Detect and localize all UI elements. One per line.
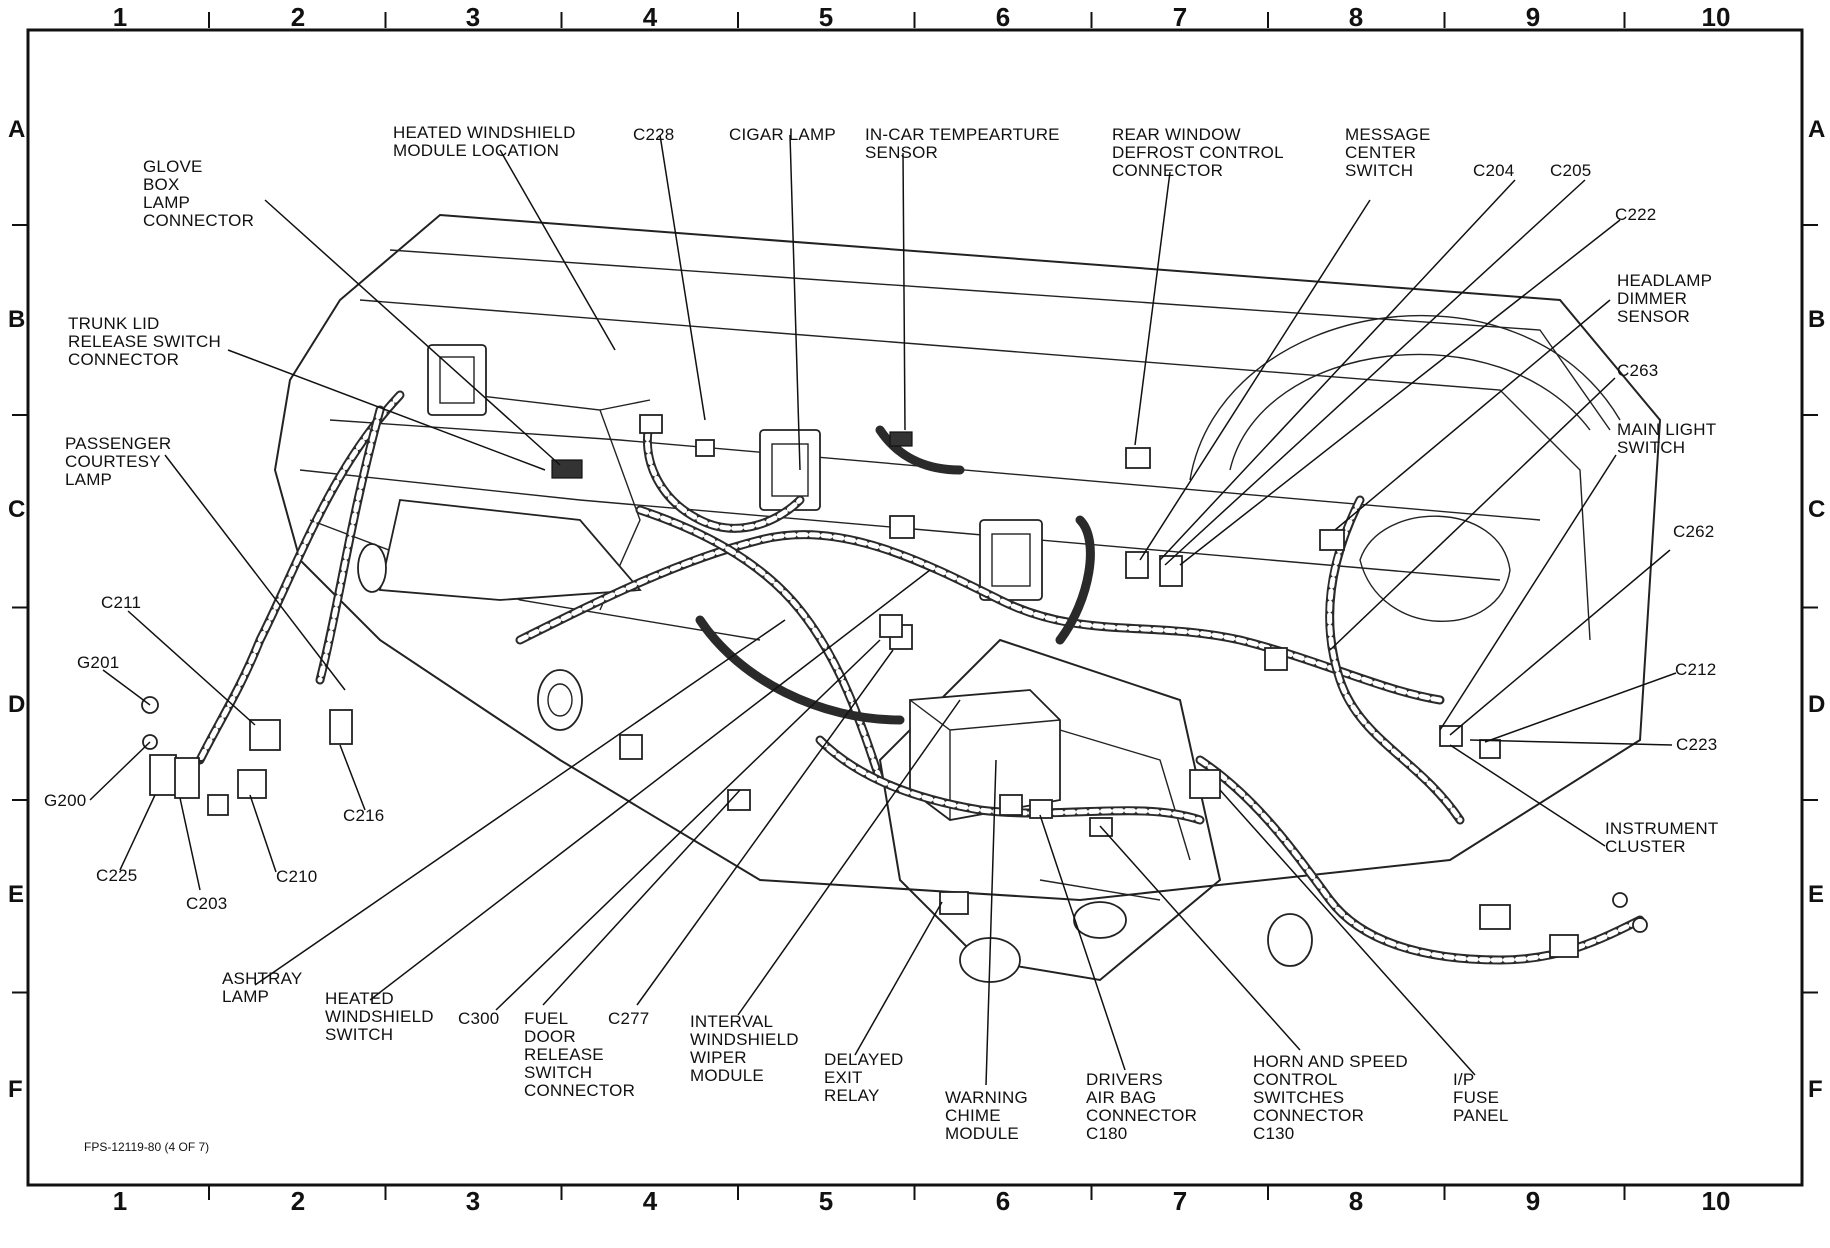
c203-block: [174, 757, 200, 799]
delayed-exit-relay-block: [939, 891, 969, 915]
column-label-8-top: 8: [1348, 2, 1364, 32]
column-label-3-bottom: 3: [465, 1186, 481, 1216]
row-label-E-left: E: [8, 881, 25, 908]
callout-c222: C222: [1615, 205, 1657, 224]
callout-instrument-cluster: INSTRUMENT CLUSTER: [1605, 819, 1719, 856]
callout-c204: C204: [1473, 161, 1515, 180]
callout-g201: G201: [77, 653, 120, 672]
callout-heated-windshield-module-location: HEATED WINDSHIELD MODULE LOCATION: [393, 123, 576, 160]
callout-c205: C205: [1550, 161, 1592, 180]
callout-c216: C216: [343, 806, 385, 825]
callout-trunk-lid-release-switch-connector: TRUNK LID RELEASE SWITCH CONNECTOR: [68, 314, 221, 369]
column-label-4-top: 4: [642, 2, 658, 32]
callout-fuel-door-release-switch-connector: FUEL DOOR RELEASE SWITCH CONNECTOR: [524, 1009, 636, 1100]
callout-interval-windshield-wiper-module: INTERVAL WINDSHIELD WIPER MODULE: [690, 1012, 799, 1085]
grid-ticks: [12, 12, 1818, 1200]
column-label-5-bottom: 5: [818, 1186, 834, 1216]
row-label-D-right: D: [1808, 691, 1826, 718]
callout-c263: C263: [1617, 361, 1659, 380]
callout-glove-box-lamp-connector: GLOVE BOX LAMP CONNECTOR: [143, 157, 255, 230]
instrument-panel-body: [141, 213, 1662, 983]
column-label-4-bottom: 4: [642, 1186, 658, 1216]
callout-c277: C277: [608, 1009, 650, 1028]
callout-heated-windshield-switch: HEATED WINDSHIELD SWITCH: [325, 989, 434, 1044]
callout-c212: C212: [1675, 660, 1717, 679]
column-label-7-bottom: 7: [1172, 1186, 1188, 1216]
callout-g200: G200: [44, 791, 87, 810]
callout-c300: C300: [458, 1009, 500, 1028]
column-label-1-bottom: 1: [112, 1186, 128, 1216]
row-label-C-left: C: [8, 496, 26, 523]
callout-c262: C262: [1673, 522, 1715, 541]
row-label-D-left: D: [8, 691, 26, 718]
callout-in-car-temperature-sensor: IN-CAR TEMPEARTURE SENSOR: [865, 125, 1060, 162]
column-label-5-top: 5: [818, 2, 834, 32]
row-label-C-right: C: [1808, 496, 1826, 523]
callout-c203: C203: [186, 894, 228, 913]
callout-ashtray-lamp: ASHTRAY LAMP: [222, 969, 303, 1006]
row-label-E-right: E: [1808, 881, 1825, 908]
row-label-B-right: B: [1808, 306, 1826, 333]
column-label-9-bottom: 9: [1525, 1186, 1541, 1216]
wiring-harness: [195, 390, 1645, 965]
leader-lines: [89, 134, 1677, 1086]
callout-main-light-switch: MAIN LIGHT SWITCH: [1617, 420, 1717, 457]
callout-passenger-courtesy-lamp: PASSENGER COURTESY LAMP: [65, 434, 172, 489]
callout-c225: C225: [96, 866, 138, 885]
callout-cigar-lamp: CIGAR LAMP: [729, 125, 836, 144]
callout-c223: C223: [1676, 735, 1718, 754]
column-label-8-bottom: 8: [1348, 1186, 1364, 1216]
callout-headlamp-dimmer-sensor: HEADLAMP DIMMER SENSOR: [1617, 271, 1713, 326]
callout-delayed-exit-relay: DELAYED EXIT RELAY: [824, 1050, 904, 1105]
callout-warning-chime-module: WARNING CHIME MODULE: [945, 1088, 1028, 1143]
c210-block: [237, 769, 267, 799]
column-label-7-top: 7: [1172, 2, 1188, 32]
column-label-1-top: 1: [112, 2, 128, 32]
row-label-F-right: F: [1808, 1076, 1823, 1103]
callout-rear-window-defrost-control-connector: REAR WINDOW DEFROST CONTROL CONNECTOR: [1112, 125, 1284, 180]
column-label-6-top: 6: [995, 2, 1011, 32]
diagram-frame: [26, 28, 1804, 1187]
c216-block: [329, 709, 353, 745]
callout-ip-fuse-panel: I/P FUSE PANEL: [1453, 1070, 1509, 1125]
callout-c211: C211: [101, 593, 142, 612]
callout-c210: C210: [276, 867, 318, 886]
column-label-10-top: 10: [1701, 2, 1731, 32]
callout-message-center-switch: MESSAGE CENTER SWITCH: [1345, 125, 1431, 180]
c225-block: [149, 754, 177, 796]
column-label-9-top: 9: [1525, 2, 1541, 32]
row-label-F-left: F: [8, 1076, 23, 1103]
column-label-2-top: 2: [290, 2, 306, 32]
column-label-2-bottom: 2: [290, 1186, 306, 1216]
column-label-6-bottom: 6: [995, 1186, 1011, 1216]
row-label-B-left: B: [8, 306, 26, 333]
column-label-10-bottom: 10: [1701, 1186, 1731, 1216]
callout-c228: C228: [633, 125, 675, 144]
row-label-A-left: A: [8, 116, 26, 143]
figure-id: FPS-12119-80 (4 OF 7): [84, 1140, 210, 1154]
column-label-3-top: 3: [465, 2, 481, 32]
callout-drivers-air-bag-connector: DRIVERS AIR BAG CONNECTOR C180: [1086, 1070, 1198, 1143]
callout-horn-speed-control-connector: HORN AND SPEED CONTROL SWITCHES CONNECTO…: [1253, 1052, 1408, 1143]
row-label-A-right: A: [1808, 116, 1826, 143]
